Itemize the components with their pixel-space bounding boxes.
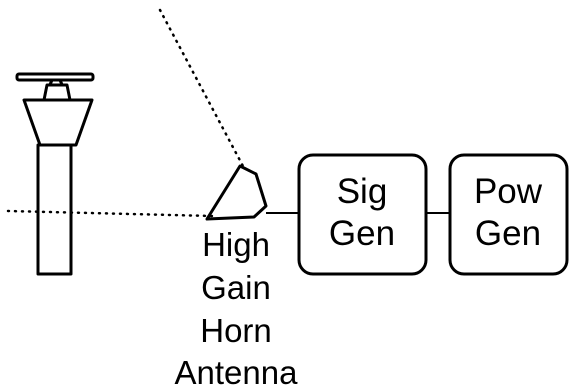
horizontal-beam-line [6,209,214,218]
pow-gen-label-line-2: Gen [475,214,541,253]
antenna-label-line-2: Gain [201,269,271,306]
antenna-label-line-1: High [202,226,270,263]
antenna-label-line-4: Antenna [175,354,299,389]
power-generator-box: Pow Gen [448,153,569,276]
antenna-caption: High Gain Horn Antenna [175,226,299,389]
diagonal-beam-line [158,8,246,170]
pow-gen-label-line-1: Pow [474,172,543,211]
beam-lines [6,8,246,218]
signal-generator-box: Sig Gen [297,153,428,276]
antenna-label-line-3: Horn [200,312,272,349]
sig-gen-label-line-1: Sig [337,172,388,211]
horn-antenna-icon [205,164,268,221]
radar-tower-icon [15,72,95,276]
sig-gen-label-line-2: Gen [329,214,395,253]
